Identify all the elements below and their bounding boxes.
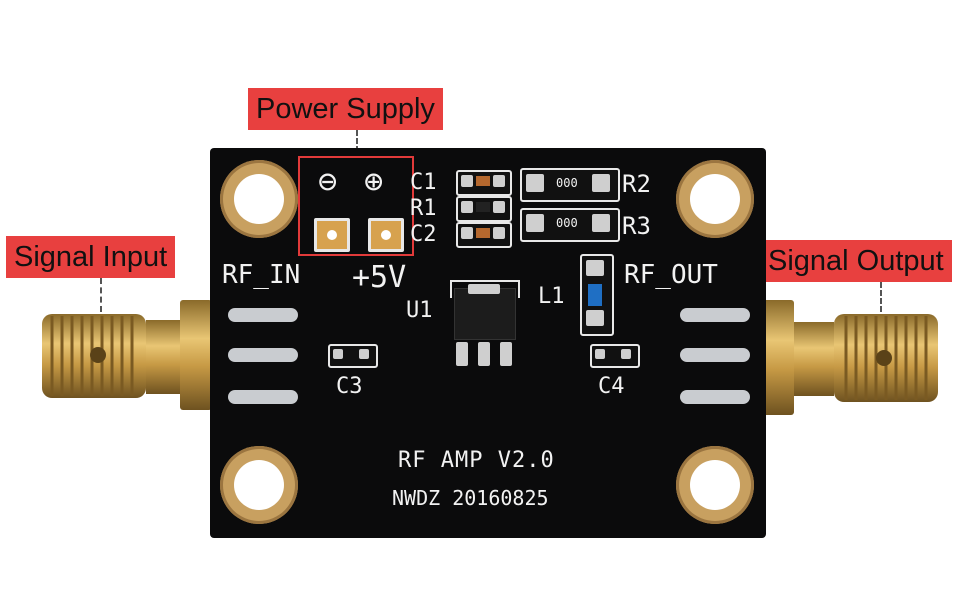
u1-footprint-outline <box>450 280 520 298</box>
rf-in-pin-top <box>228 308 298 322</box>
plus-5v-label: +5V <box>352 260 407 295</box>
l1-inductor <box>580 254 614 336</box>
r2-resistor: 000 <box>520 168 620 202</box>
u1-amplifier-chip <box>454 288 516 340</box>
rf-in-pin-middle <box>228 348 298 362</box>
mounting-hole-top-left <box>220 160 298 238</box>
r1-resistor <box>456 196 512 222</box>
rf-out-pin-middle <box>680 348 750 362</box>
rf-out-label: RF_OUT <box>624 260 718 290</box>
signal-input-callout: Signal Input <box>6 236 176 278</box>
l1-label: L1 <box>538 284 565 309</box>
plus-symbol: ⊕ <box>364 162 384 200</box>
r2-value: 000 <box>556 176 578 190</box>
power-pad-negative <box>314 218 350 252</box>
signal-input-leader <box>100 278 102 312</box>
power-supply-highlight-box <box>298 156 414 256</box>
r1-label: R1 <box>410 196 437 221</box>
power-pad-positive <box>368 218 404 252</box>
c4-capacitor <box>590 344 640 368</box>
u1-pin-1 <box>456 342 468 366</box>
power-supply-callout: Power Supply <box>248 88 443 130</box>
rf-in-label: RF_IN <box>222 260 301 290</box>
rf-amplifier-board: ⊖ ⊕ C1 R1 C2 000 000 R2 R3 RF_IN +5V RF_… <box>210 148 766 538</box>
u1-tab <box>468 284 500 294</box>
c2-capacitor <box>456 222 512 248</box>
u1-pin-2 <box>478 342 490 366</box>
c1-capacitor <box>456 170 512 196</box>
c4-label: C4 <box>598 374 625 399</box>
board-title: RF AMP V2.0 <box>398 448 555 473</box>
r3-label: R3 <box>622 212 651 240</box>
mounting-hole-bottom-right <box>676 446 754 524</box>
rf-out-pin-top <box>680 308 750 322</box>
c1-label: C1 <box>410 170 437 195</box>
board-maker-date: NWDZ 20160825 <box>392 486 549 510</box>
u1-label: U1 <box>406 298 433 323</box>
r3-value: 000 <box>556 216 578 230</box>
signal-input-sma-connector <box>42 300 212 410</box>
c3-label: C3 <box>336 374 363 399</box>
u1-pin-3 <box>500 342 512 366</box>
r2-label: R2 <box>622 170 651 198</box>
power-supply-leader <box>356 130 358 152</box>
minus-symbol: ⊖ <box>318 162 338 200</box>
rf-in-pin-bottom <box>228 390 298 404</box>
signal-output-callout: Signal Output <box>760 240 952 282</box>
signal-output-sma-connector <box>762 300 938 415</box>
rf-out-pin-bottom <box>680 390 750 404</box>
signal-output-leader <box>880 282 882 312</box>
mounting-hole-bottom-left <box>220 446 298 524</box>
r3-resistor: 000 <box>520 208 620 242</box>
c3-capacitor <box>328 344 378 368</box>
mounting-hole-top-right <box>676 160 754 238</box>
c2-label: C2 <box>410 222 437 247</box>
